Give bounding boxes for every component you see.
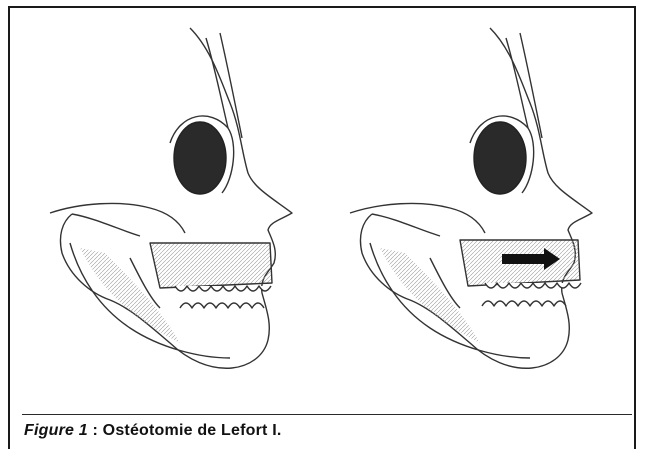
figure-caption: Figure 1 : Ostéotomie de Lefort I. xyxy=(24,422,282,440)
caption-divider xyxy=(22,414,632,415)
caption-separator: : xyxy=(88,422,103,439)
figure-illustration xyxy=(10,8,634,412)
figure-label: Figure 1 xyxy=(24,422,88,439)
skull-after-icon xyxy=(350,28,592,368)
caption-text: Ostéotomie de Lefort I. xyxy=(103,422,282,439)
skull-before-icon xyxy=(50,28,292,368)
figure-frame: Figure 1 : Ostéotomie de Lefort I. xyxy=(8,6,636,449)
